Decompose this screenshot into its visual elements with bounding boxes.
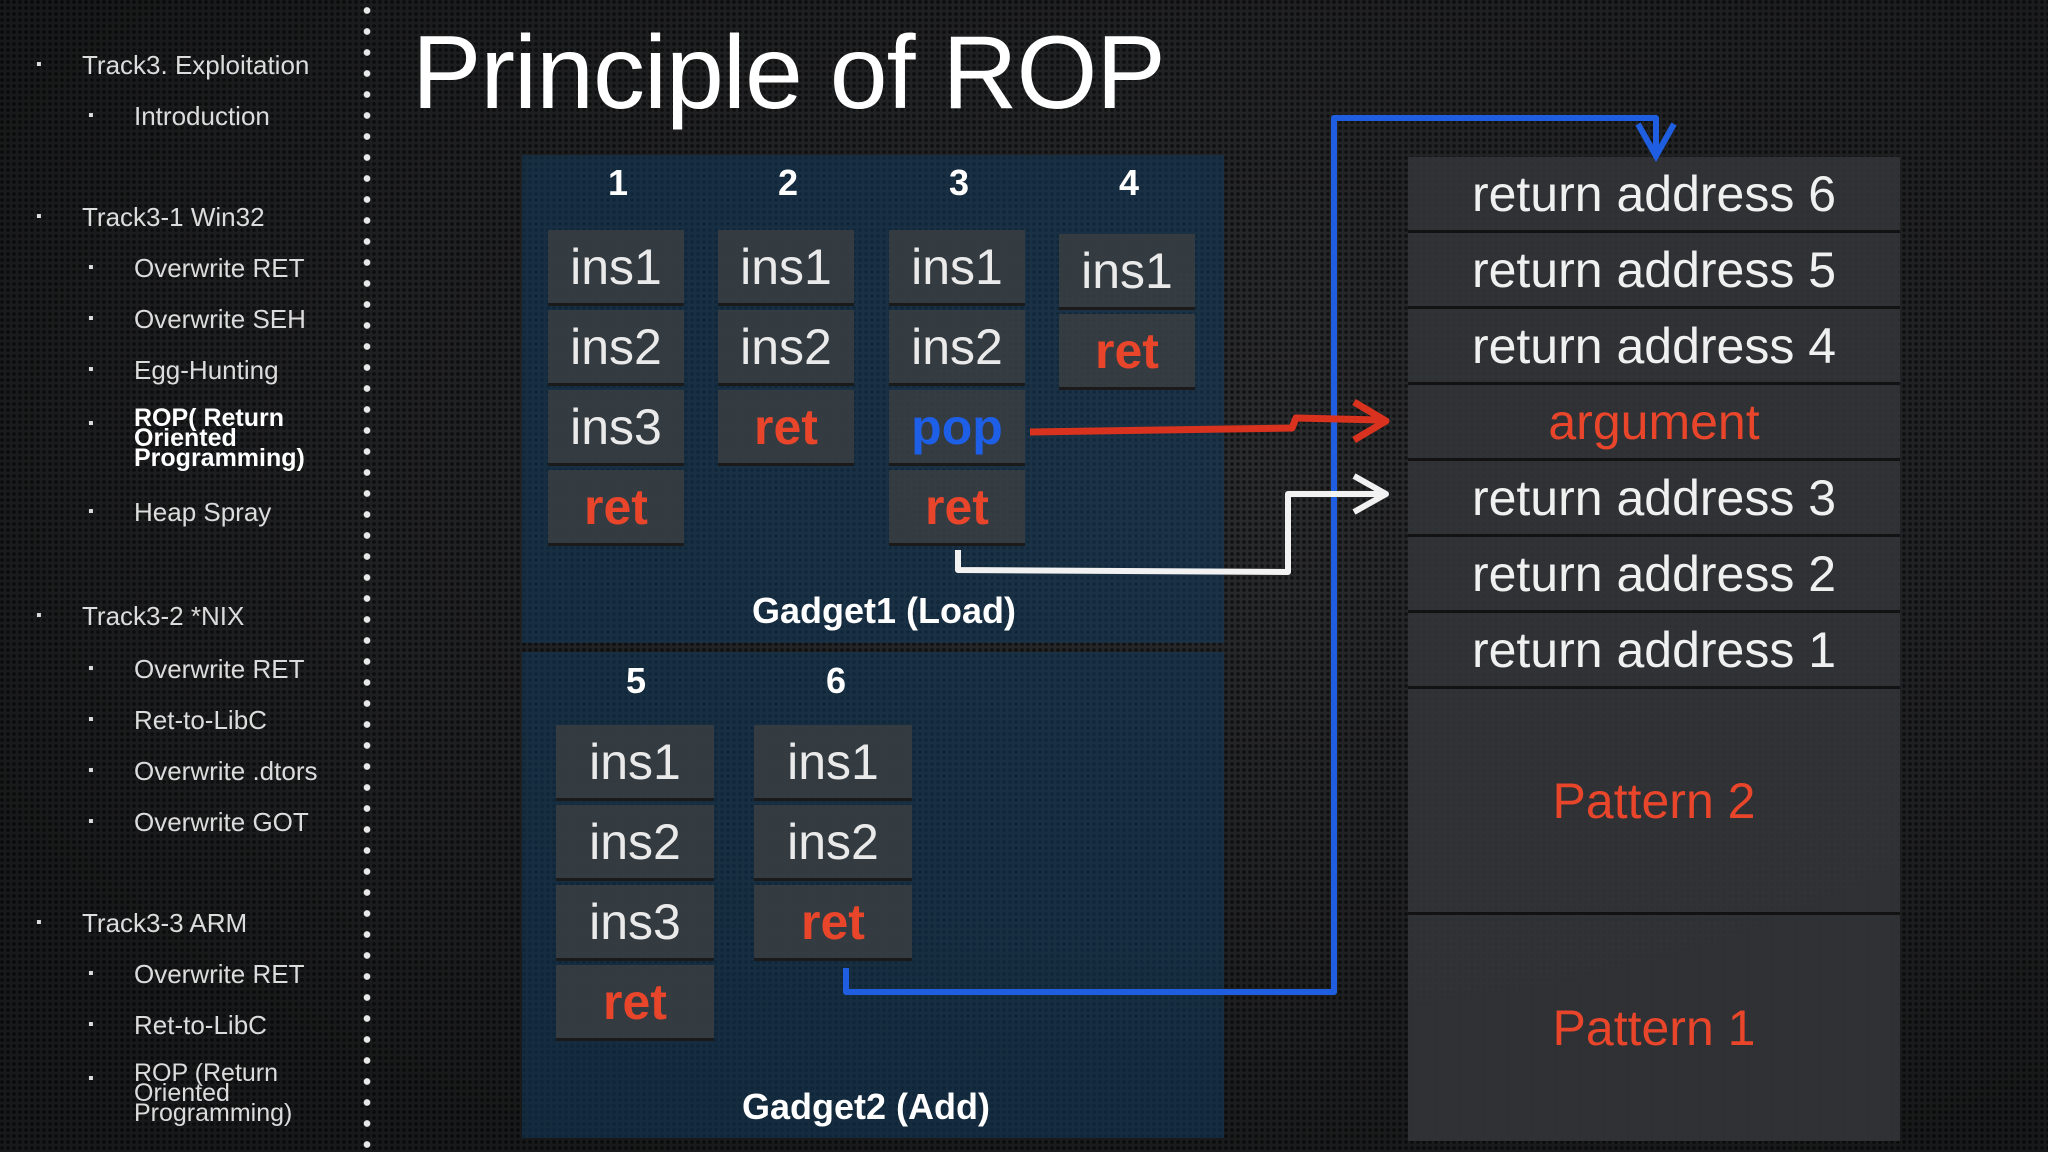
sidebar-item-ret-to-libc[interactable]: ▪ Ret-to-LibC <box>88 705 267 736</box>
sidebar-item-label: Introduction <box>134 101 270 131</box>
bullet-icon: ▪ <box>88 503 94 520</box>
stack-row: return address 2 <box>1408 537 1900 613</box>
instruction-cell: ins1 <box>548 230 684 306</box>
sidebar: ▪ Track3. Exploitation ▪ Introduction ▪ Tra… <box>0 0 360 1152</box>
sidebar-item-label: Track3-3 ARM <box>82 908 248 938</box>
stack-row: return address 3 <box>1408 461 1900 537</box>
instruction-cell: ins1 <box>889 230 1025 306</box>
ret-cell: ret <box>1059 314 1195 390</box>
instruction-cell: ins3 <box>556 885 714 961</box>
stack-row: return address 5 <box>1408 233 1900 309</box>
stack-row: return address 4 <box>1408 309 1900 385</box>
sidebar-item-overwrite-ret[interactable]: ▪ Overwrite RET <box>88 654 305 685</box>
stack-row-argument: argument <box>1408 385 1900 461</box>
bullet-icon: ▪ <box>36 607 42 624</box>
ret-cell: ret <box>556 965 714 1041</box>
red-arrowhead <box>1352 398 1390 444</box>
sidebar-item-overwrite-ret[interactable]: ▪ Overwrite RET <box>88 253 305 284</box>
instruction-cell: ins2 <box>889 310 1025 386</box>
sidebar-item-overwrite-ret[interactable]: ▪ Overwrite RET <box>88 959 305 990</box>
sidebar-item-label: ROP (Return Oriented Programming) <box>134 1059 293 1127</box>
bullet-icon: ▪ <box>36 208 42 225</box>
sidebar-item-overwrite-seh[interactable]: ▪ Overwrite SEH <box>88 304 306 335</box>
bullet-icon: ▪ <box>88 711 94 728</box>
instruction-cell: ins2 <box>556 805 714 881</box>
sidebar-item-track3-1[interactable]: ▪ Track3-1 Win32 <box>36 202 265 233</box>
white-arrowhead <box>1352 473 1389 515</box>
sidebar-item-label: Overwrite RET <box>134 959 305 989</box>
ret-cell: ret <box>754 885 912 961</box>
sidebar-item-label: Track3. Exploitation <box>82 50 310 80</box>
sidebar-item-label: Track3-2 *NIX <box>82 601 245 631</box>
sidebar-item-track3-2[interactable]: ▪ Track3-2 *NIX <box>36 601 245 632</box>
sidebar-item-rop-active[interactable]: ▪ ROP( Return Oriented Programming) <box>88 406 334 471</box>
sidebar-item-label: Overwrite SEH <box>134 304 306 334</box>
bullet-icon: ▪ <box>88 361 94 378</box>
gadget-number: 1 <box>607 162 629 203</box>
bullet-icon: ▪ <box>88 1070 94 1087</box>
bullet-icon: ▪ <box>88 660 94 677</box>
instruction-cell: ins1 <box>718 230 854 306</box>
bullet-icon: ▪ <box>88 310 94 327</box>
bullet-icon: ▪ <box>36 914 42 931</box>
ret-cell: ret <box>889 470 1025 546</box>
sidebar-item-label: Track3-1 Win32 <box>82 202 265 232</box>
instruction-cell: ins2 <box>718 310 854 386</box>
sidebar-item-label: Ret-to-LibC <box>134 1010 267 1040</box>
gadget1-label: Gadget1 (Load) <box>752 590 1017 631</box>
bullet-icon: ▪ <box>88 813 94 830</box>
instruction-cell: ins1 <box>1059 234 1195 310</box>
gadget2-label: Gadget2 (Add) <box>742 1086 990 1127</box>
instruction-cell: ins1 <box>556 725 714 801</box>
bullet-icon: ▪ <box>88 1016 94 1033</box>
sidebar-item-label: ROP( Return Oriented Programming) <box>134 404 305 472</box>
sidebar-item-egg-hunting[interactable]: ▪ Egg-Hunting <box>88 355 279 386</box>
sidebar-item-rop[interactable]: ▪ ROP (Return Oriented Programming) <box>88 1061 334 1126</box>
slide-title: Principle of ROP <box>412 15 1166 131</box>
sidebar-item-label: Overwrite RET <box>134 654 305 684</box>
gadget-number: 2 <box>777 162 799 203</box>
bullet-icon: ▪ <box>88 107 94 124</box>
sidebar-item-introduction[interactable]: ▪ Introduction <box>88 101 270 132</box>
gadget-number: 6 <box>825 660 847 701</box>
bullet-icon: ▪ <box>88 965 94 982</box>
sidebar-item-label: Overwrite GOT <box>134 807 309 837</box>
sidebar-item-overwrite-got[interactable]: ▪ Overwrite GOT <box>88 807 309 838</box>
gadget-number: 3 <box>948 162 970 203</box>
sidebar-item-label: Ret-to-LibC <box>134 705 267 735</box>
sidebar-item-ret-to-libc[interactable]: ▪ Ret-to-LibC <box>88 1010 267 1041</box>
ret-cell: ret <box>548 470 684 546</box>
instruction-cell: ins2 <box>754 805 912 881</box>
sidebar-item-label: Overwrite RET <box>134 253 305 283</box>
sidebar-item-track3-3[interactable]: ▪ Track3-3 ARM <box>36 908 248 939</box>
bullet-icon: ▪ <box>88 762 94 779</box>
blue-arrowhead <box>1635 122 1677 163</box>
sidebar-item-overwrite-dtors[interactable]: ▪ Overwrite .dtors <box>88 756 318 787</box>
sidebar-item-track3[interactable]: ▪ Track3. Exploitation <box>36 50 310 81</box>
sidebar-item-label: Heap Spray <box>134 497 272 527</box>
bullet-icon: ▪ <box>88 259 94 276</box>
ret-cell: ret <box>718 390 854 466</box>
instruction-cell: ins2 <box>548 310 684 386</box>
sidebar-item-heap-spray[interactable]: ▪ Heap Spray <box>88 497 272 528</box>
stack-row: return address 6 <box>1408 157 1900 233</box>
stack-row-pattern: Pattern 2 <box>1408 689 1900 915</box>
dotted-divider <box>363 0 371 1152</box>
stack-row: return address 1 <box>1408 613 1900 689</box>
gadget-number: 4 <box>1118 162 1140 203</box>
bullet-icon: ▪ <box>36 56 42 73</box>
bullet-icon: ▪ <box>88 415 94 432</box>
stack-row-pattern: Pattern 1 <box>1408 915 1900 1141</box>
sidebar-item-label: Egg-Hunting <box>134 355 279 385</box>
gadget-number: 5 <box>625 660 647 701</box>
instruction-cell: ins1 <box>754 725 912 801</box>
sidebar-item-label: Overwrite .dtors <box>134 756 318 786</box>
instruction-cell: ins3 <box>548 390 684 466</box>
pop-cell: pop <box>889 390 1025 466</box>
